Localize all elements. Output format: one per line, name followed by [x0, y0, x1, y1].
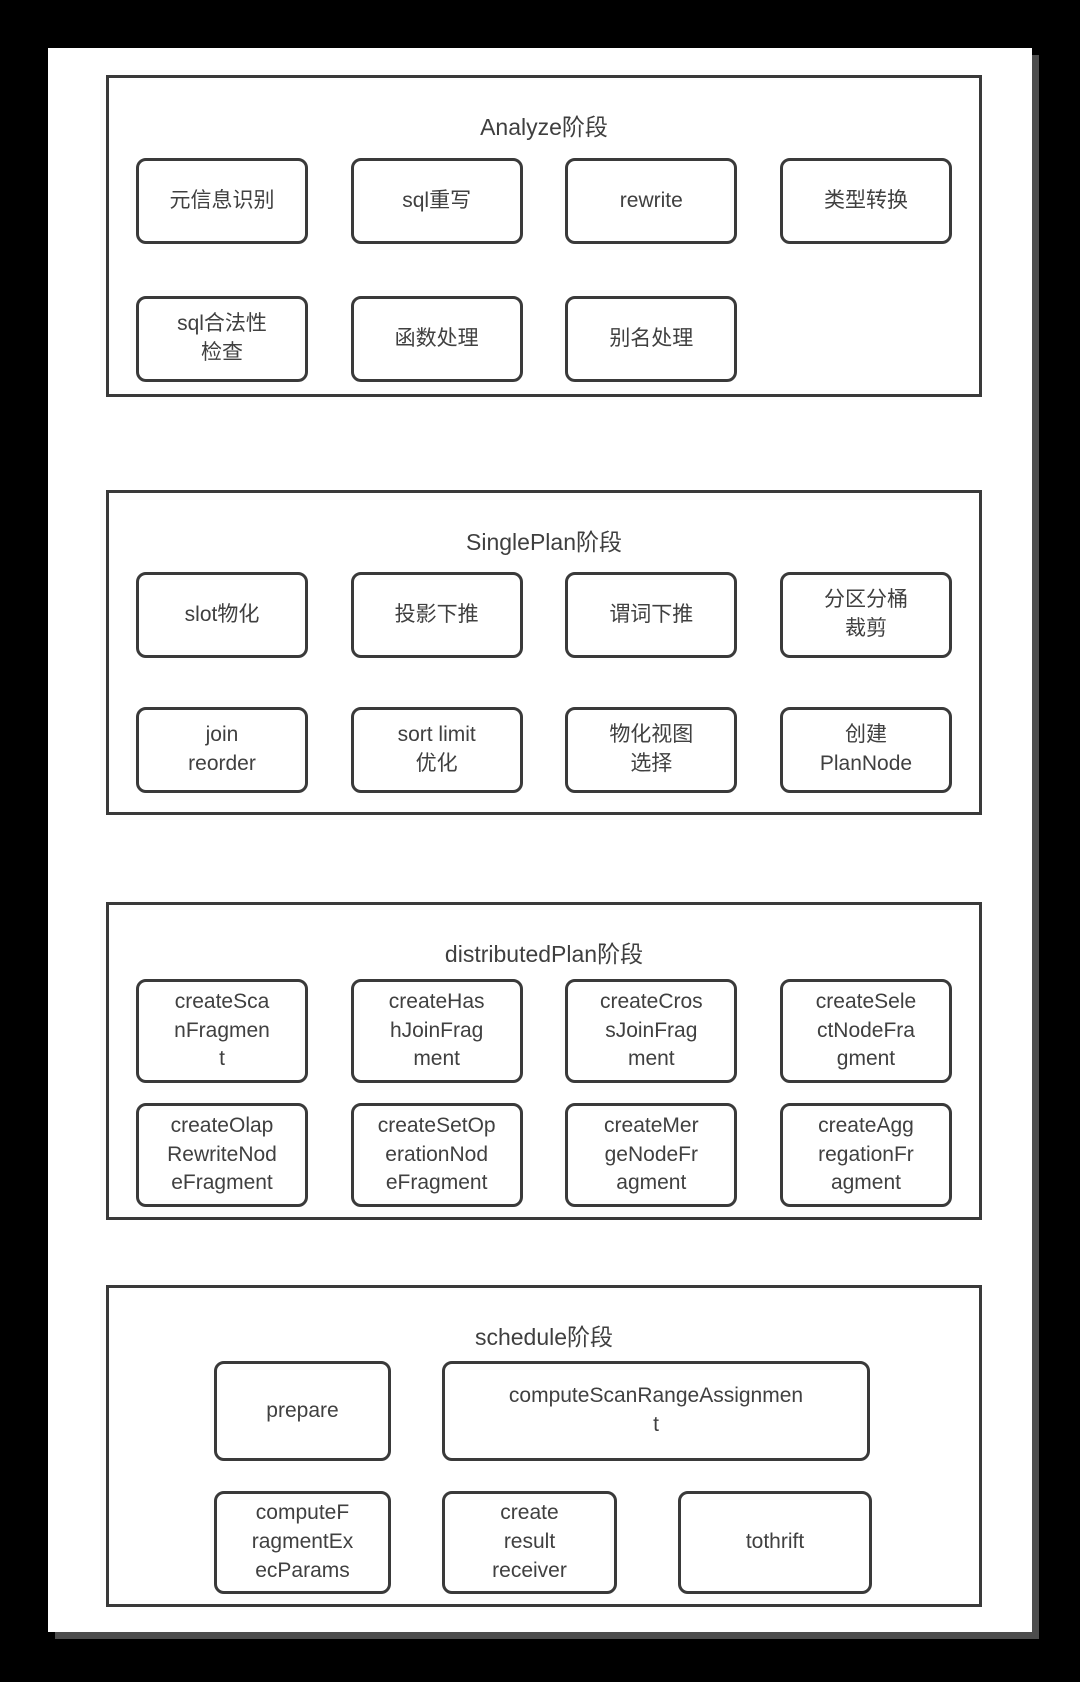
flow-step-box: createOlap RewriteNod eFragment [136, 1103, 308, 1207]
flow-step-box: tothrift [678, 1491, 872, 1594]
flow-step-box: createAgg regationFr agment [779, 1103, 952, 1207]
flow-step-box: 分区分桶 裁剪 [779, 572, 952, 658]
stage-row: createOlap RewriteNod eFragment createSe… [136, 1103, 952, 1207]
document-page: Analyze阶段 元信息识别 sql重写 rewrite 类型转换 sql合法… [48, 48, 1032, 1632]
stage-title: SinglePlan阶段 [466, 529, 622, 555]
flow-step-box: 投影下推 [350, 572, 523, 658]
stage-singleplan: SinglePlan阶段 slot物化 投影下推 谓词下推 分区分桶 裁剪 jo… [106, 490, 982, 815]
flow-step-box: createHas hJoinFrag ment [350, 979, 523, 1083]
stage-title: schedule阶段 [474, 1324, 614, 1350]
flow-step-box: createSetOp erationNod eFragment [350, 1103, 523, 1207]
stage-distributedplan: distributedPlan阶段 createSca nFragmen t c… [106, 902, 982, 1220]
flow-step-box: 函数处理 [350, 296, 523, 382]
flow-step-box: computeScanRangeAssignmen t [442, 1361, 870, 1461]
flow-step-box: 创建 PlanNode [779, 707, 952, 793]
flow-step-box: createSele ctNodeFra gment [779, 979, 952, 1083]
stage-row: sql合法性 检查 函数处理 别名处理 [136, 296, 952, 382]
flow-step-box: 别名处理 [565, 296, 738, 382]
stage-analyze: Analyze阶段 元信息识别 sql重写 rewrite 类型转换 sql合法… [106, 75, 982, 397]
flow-step-box: sql重写 [350, 158, 523, 244]
flow-step-box: join reorder [136, 707, 308, 793]
flow-step-box: sort limit 优化 [350, 707, 523, 793]
stage-row: join reorder sort limit 优化 物化视图 选择 创建 Pl… [136, 707, 952, 793]
flow-step-box: rewrite [565, 158, 738, 244]
flow-step-box: createCros sJoinFrag ment [565, 979, 738, 1083]
flow-step-box: computeF ragmentEx ecParams [214, 1491, 391, 1594]
flow-step-box: 元信息识别 [136, 158, 308, 244]
stage-row: createSca nFragmen t createHas hJoinFrag… [136, 979, 952, 1083]
flow-step-box: createSca nFragmen t [136, 979, 308, 1083]
stage-title: distributedPlan阶段 [444, 941, 644, 967]
stage-row: slot物化 投影下推 谓词下推 分区分桶 裁剪 [136, 572, 952, 658]
flow-step-box: 物化视图 选择 [565, 707, 738, 793]
flow-step-box: slot物化 [136, 572, 308, 658]
flow-step-box: 谓词下推 [565, 572, 738, 658]
stage-row: 元信息识别 sql重写 rewrite 类型转换 [136, 158, 952, 244]
flow-step-box: prepare [214, 1361, 391, 1461]
stage-title: Analyze阶段 [480, 114, 608, 140]
flow-step-box: create result receiver [442, 1491, 617, 1594]
stage-schedule: schedule阶段 prepare computeScanRangeAssig… [106, 1285, 982, 1607]
flow-step-box: 类型转换 [779, 158, 952, 244]
flow-step-box: createMer geNodeFr agment [565, 1103, 738, 1207]
flow-step-box: sql合法性 检查 [136, 296, 308, 382]
